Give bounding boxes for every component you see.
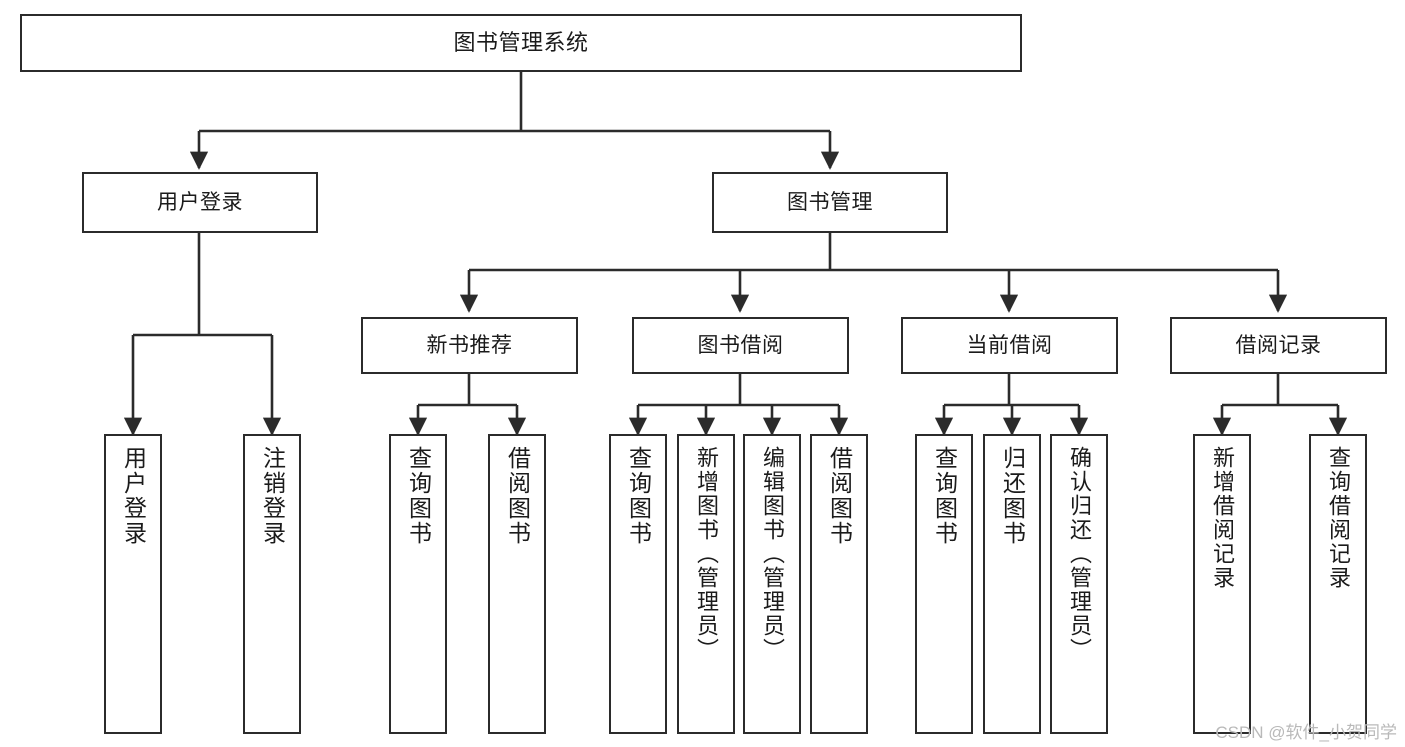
leaf-add-record[interactable]: 新增借阅记录 [1193, 434, 1251, 734]
leaf-return-book-label: 归还图书 [999, 446, 1026, 546]
node-current-borrow-label: 当前借阅 [966, 333, 1053, 357]
node-new-book-recommend-label: 新书推荐 [426, 333, 513, 357]
node-book-borrow-label: 图书借阅 [697, 333, 784, 357]
node-book-manage[interactable]: 图书管理 [712, 172, 948, 233]
leaf-user-login[interactable]: 用户登录 [104, 434, 162, 734]
csdn-watermark: CSDN @软件_小贺同学 [1215, 723, 1397, 742]
leaf-borrow-book-1-label: 借阅图书 [504, 446, 531, 546]
leaf-query-book-1-label: 查询图书 [405, 446, 432, 546]
node-user-login[interactable]: 用户登录 [82, 172, 318, 233]
leaf-query-book-1[interactable]: 查询图书 [389, 434, 447, 734]
leaf-borrow-book-2-label: 借阅图书 [826, 446, 853, 546]
leaf-confirm-return[interactable]: 确认归还（管理员） [1050, 434, 1108, 734]
node-book-borrow[interactable]: 图书借阅 [632, 317, 849, 374]
leaf-query-record[interactable]: 查询借阅记录 [1309, 434, 1367, 734]
leaf-add-book-label: 新增图书（管理员） [694, 446, 719, 662]
leaf-add-record-label: 新增借阅记录 [1210, 446, 1235, 590]
leaf-query-book-2-label: 查询图书 [625, 446, 652, 546]
leaf-edit-book[interactable]: 编辑图书（管理员） [743, 434, 801, 734]
node-new-book-recommend[interactable]: 新书推荐 [361, 317, 578, 374]
node-root-label: 图书管理系统 [453, 29, 589, 55]
leaf-borrow-book-1[interactable]: 借阅图书 [488, 434, 546, 734]
node-user-login-label: 用户登录 [157, 190, 243, 214]
node-current-borrow[interactable]: 当前借阅 [901, 317, 1118, 374]
leaf-query-book-2[interactable]: 查询图书 [609, 434, 667, 734]
node-root[interactable]: 图书管理系统 [20, 14, 1022, 72]
leaf-borrow-book-2[interactable]: 借阅图书 [810, 434, 868, 734]
leaf-query-record-label: 查询借阅记录 [1326, 446, 1351, 590]
node-borrow-record[interactable]: 借阅记录 [1170, 317, 1387, 374]
leaf-add-book[interactable]: 新增图书（管理员） [677, 434, 735, 734]
leaf-query-book-3-label: 查询图书 [931, 446, 958, 546]
leaf-query-book-3[interactable]: 查询图书 [915, 434, 973, 734]
leaf-return-book[interactable]: 归还图书 [983, 434, 1041, 734]
leaf-edit-book-label: 编辑图书（管理员） [760, 446, 785, 662]
leaf-logout-login-label: 注销登录 [259, 446, 286, 546]
node-borrow-record-label: 借阅记录 [1235, 333, 1322, 357]
leaf-user-login-label: 用户登录 [120, 446, 147, 546]
leaf-confirm-return-label: 确认归还（管理员） [1067, 446, 1092, 662]
node-book-manage-label: 图书管理 [787, 190, 873, 214]
leaf-logout-login[interactable]: 注销登录 [243, 434, 301, 734]
